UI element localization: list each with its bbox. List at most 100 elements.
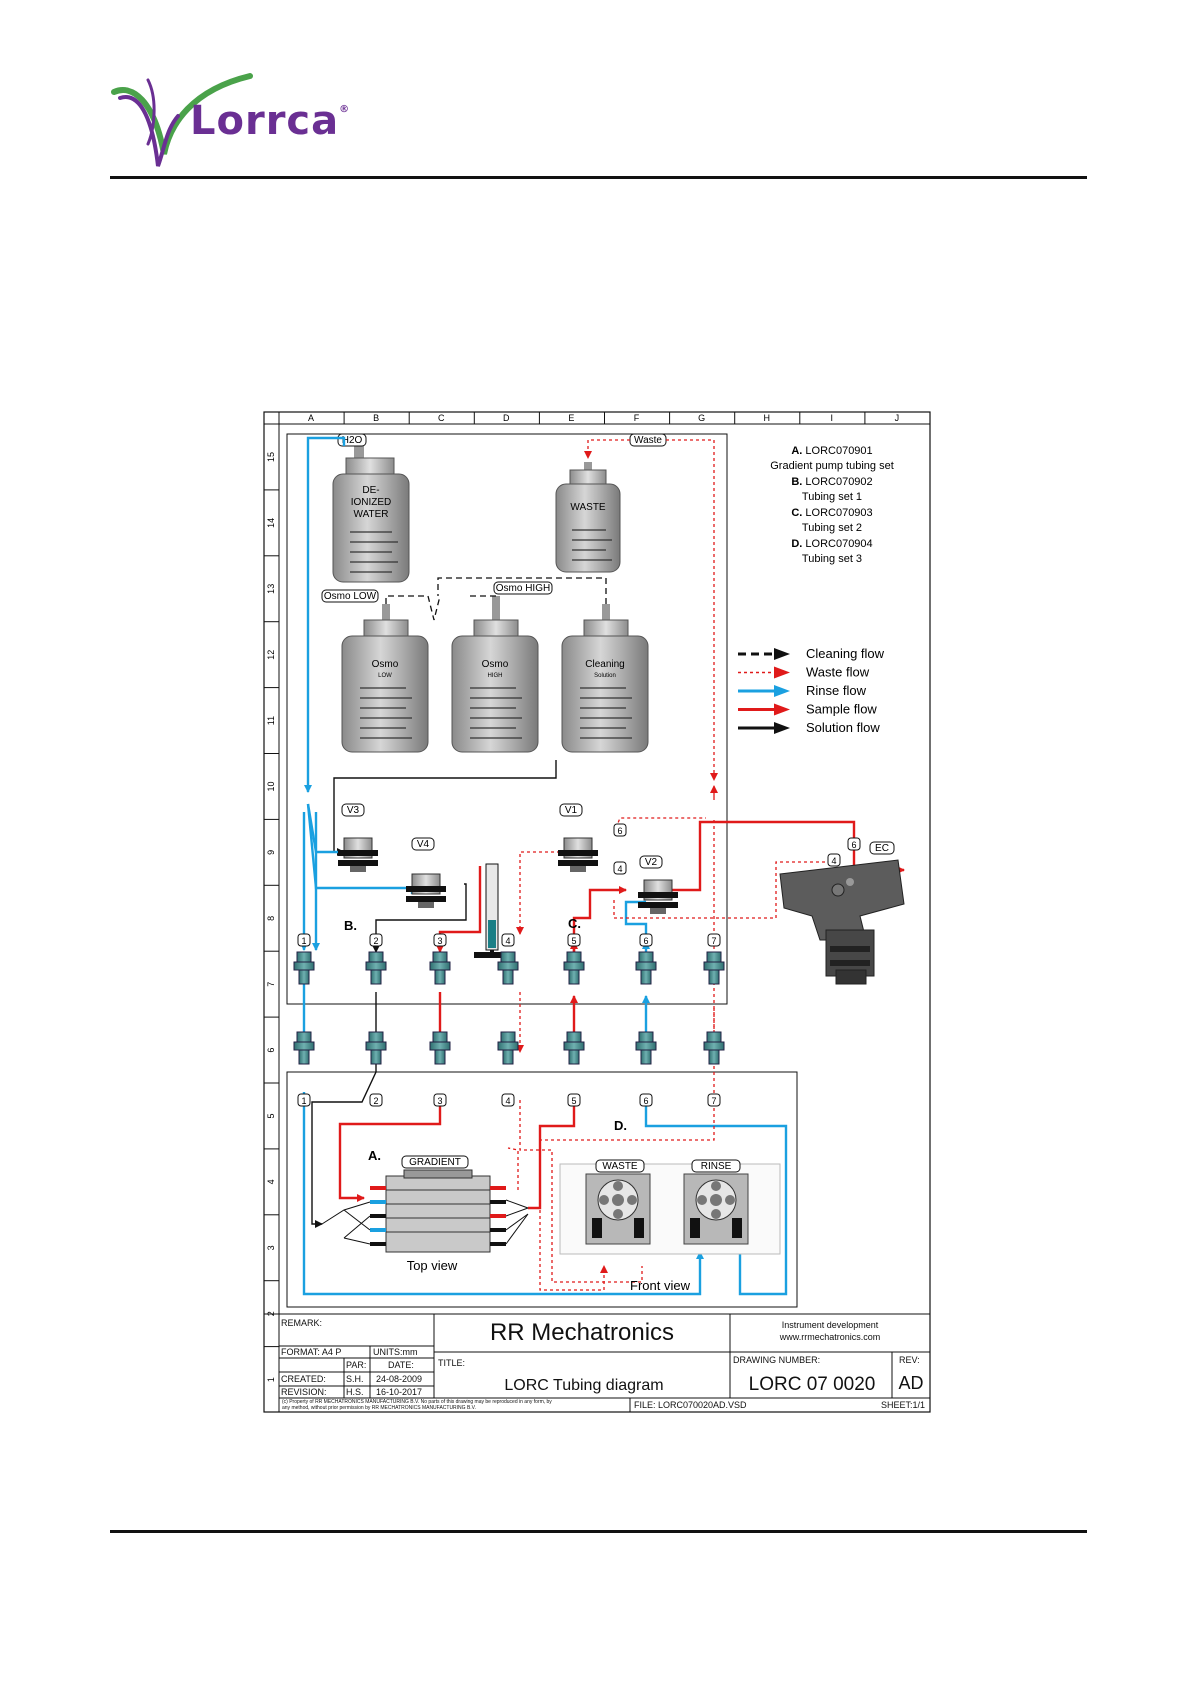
svg-text:12: 12	[266, 650, 276, 660]
svg-text:4: 4	[617, 864, 622, 874]
tag-ec-port-6: 6	[847, 837, 861, 851]
tubing-set-desc: Tubing set 1	[802, 491, 862, 503]
tb-created-date: 24-08-2009	[376, 1374, 422, 1384]
bottle-osmo-high-line2: HIGH	[488, 673, 503, 679]
bottle-waste-label: WASTE	[570, 502, 606, 513]
svg-text:G: G	[698, 413, 705, 423]
number-tag-top-1: 1	[297, 933, 311, 947]
svg-text:V4: V4	[417, 839, 430, 850]
caption-front-view: Front view	[630, 1278, 691, 1293]
tube-connector	[563, 951, 585, 985]
header-rule	[110, 176, 1087, 179]
tag-h2o: H2O	[337, 433, 367, 447]
svg-text:7: 7	[266, 982, 276, 987]
number-tag-bottom-7: 7	[707, 1093, 721, 1107]
section-label-b: B.	[344, 918, 357, 933]
tb-drawing-number: LORC 07 0020	[749, 1374, 876, 1395]
tb-date-label: DATE:	[388, 1360, 414, 1370]
number-tag-bottom-4: 4	[501, 1093, 515, 1107]
tb-created-par: S.H.	[346, 1374, 364, 1384]
tube-connector	[365, 1031, 387, 1065]
svg-text:GRADIENT: GRADIENT	[409, 1157, 461, 1168]
tag-v4: V4	[411, 837, 435, 851]
tube-connector	[635, 951, 657, 985]
row-label-10: 10	[264, 753, 279, 792]
svg-text:1: 1	[266, 1377, 276, 1382]
bottle-cleaning-solution: Cleaning Solution	[561, 604, 649, 753]
tubing-set-desc: Tubing set 2	[802, 522, 862, 534]
title-block	[264, 1313, 930, 1412]
svg-text:3: 3	[437, 1096, 442, 1106]
valve-v1	[558, 837, 598, 872]
cleaning-lines	[385, 577, 607, 621]
bottle-cleaning-line1: Cleaning	[585, 659, 624, 670]
tag-pump-waste: WASTE	[595, 1159, 645, 1173]
number-tag-bottom-3: 3	[433, 1093, 447, 1107]
column-label-G: G	[669, 412, 705, 424]
svg-text:E: E	[568, 413, 574, 423]
tb-created-label: CREATED:	[281, 1374, 326, 1384]
row-label-14: 14	[264, 489, 279, 528]
lower-panel	[286, 1071, 798, 1308]
tube-connector	[429, 951, 451, 985]
svg-text:V3: V3	[347, 805, 360, 816]
column-label-F: F	[604, 412, 640, 424]
pump-rinse	[683, 1173, 749, 1245]
row-label-12: 12	[264, 621, 279, 660]
valve-v2	[638, 879, 678, 914]
tube-connector	[497, 1031, 519, 1065]
footer-rule	[110, 1530, 1087, 1533]
svg-text:C: C	[438, 413, 445, 423]
svg-text:8: 8	[266, 916, 276, 921]
row-label-8: 8	[264, 884, 279, 921]
row-label-11: 11	[264, 687, 279, 725]
number-tag-bottom-2: 2	[369, 1093, 383, 1107]
legend-item-1: Cleaning flow	[738, 646, 885, 661]
column-label-B: B	[343, 412, 379, 424]
lorrca-logo-mark	[111, 73, 253, 167]
svg-text:1: 1	[301, 936, 306, 946]
caption-top-view: Top view	[407, 1258, 458, 1273]
tube-connector	[365, 951, 387, 985]
svg-text:10: 10	[266, 781, 276, 791]
svg-text:6: 6	[851, 840, 856, 850]
tag-v1-port-6: 6	[613, 823, 627, 837]
tube-connector	[429, 1031, 451, 1065]
pump-waste	[585, 1173, 651, 1245]
svg-text:5: 5	[571, 1096, 576, 1106]
svg-text:H2O: H2O	[342, 435, 363, 446]
column-label-H: H	[734, 412, 770, 424]
column-label-C: C	[408, 412, 445, 424]
tb-company: RR Mechatronics	[490, 1319, 674, 1346]
legend-label: Sample flow	[806, 702, 877, 717]
legend-label: Rinse flow	[806, 683, 867, 698]
svg-text:3: 3	[266, 1245, 276, 1250]
tube-connector	[703, 951, 725, 985]
tb-revision-date: 16-10-2017	[376, 1387, 422, 1397]
bottle-deionized-line3: WATER	[354, 509, 389, 520]
mixing-column	[474, 863, 508, 958]
tag-v1: V1	[559, 803, 583, 817]
number-tag-bottom-1: 1	[297, 1093, 311, 1107]
number-tag-top-4: 4	[501, 933, 515, 947]
column-label-D: D	[473, 412, 510, 424]
tb-copyright-1: (c) Property of RR MECHATRONICS MANUFACT…	[282, 1399, 552, 1405]
svg-text:EC: EC	[875, 843, 889, 854]
bottle-osmo-high: Osmo HIGH	[451, 596, 539, 753]
bottle-osmo-low: Osmo LOW	[341, 604, 429, 753]
legend-arrow-icon	[774, 722, 790, 734]
tb-revision-par: H.S.	[346, 1387, 364, 1397]
svg-text:4: 4	[266, 1179, 276, 1184]
legend-label: Cleaning flow	[806, 646, 885, 661]
legend-arrow-icon	[774, 685, 790, 697]
row-label-7: 7	[264, 950, 279, 987]
tube-connector	[703, 1031, 725, 1065]
tube-connector	[497, 951, 519, 985]
tube-connector	[635, 1031, 657, 1065]
svg-text:2: 2	[373, 936, 378, 946]
